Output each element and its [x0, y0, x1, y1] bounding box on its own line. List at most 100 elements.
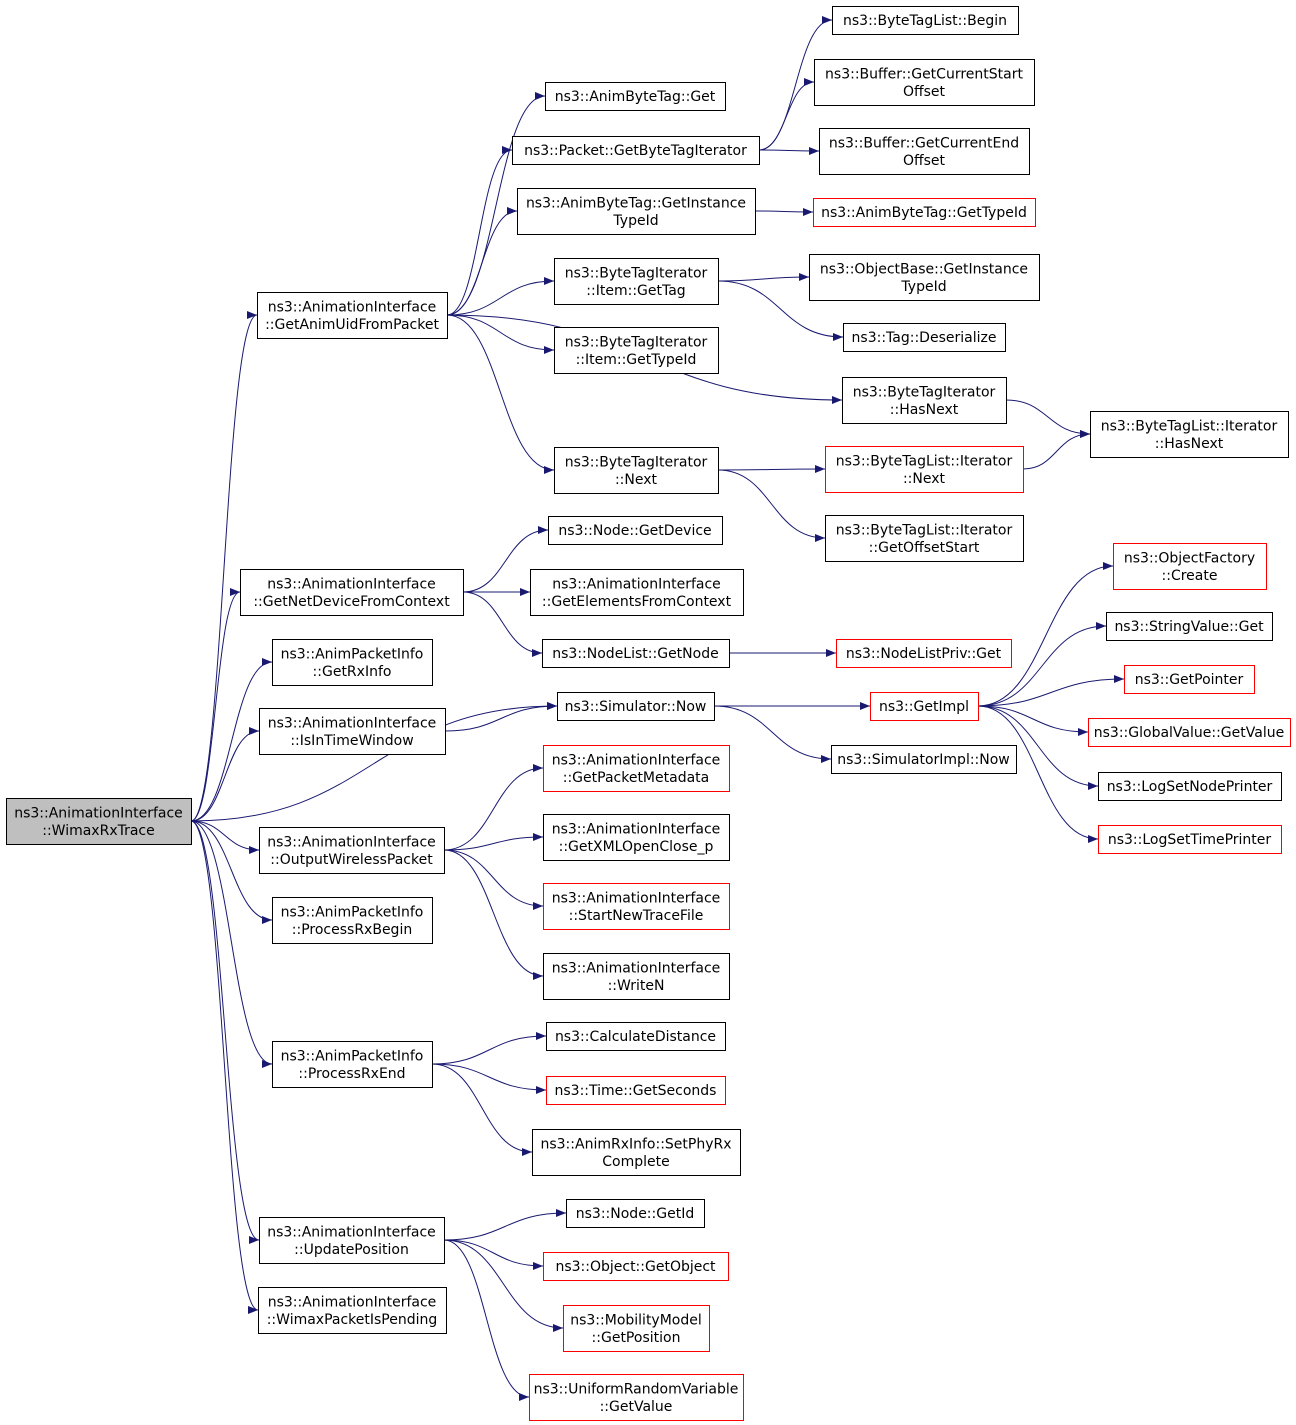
node-label: ns3::AnimationInterface: [268, 715, 437, 731]
node-wimaxPending[interactable]: ns3::AnimationInterface::WimaxPacketIsPe…: [258, 1287, 447, 1334]
node-nodeGetId[interactable]: ns3::Node::GetId: [566, 1199, 705, 1228]
node-outputWireless[interactable]: ns3::AnimationInterface::OutputWirelessP…: [259, 827, 445, 874]
node-getXmlOpen[interactable]: ns3::AnimationInterface::GetXMLOpenClose…: [543, 814, 730, 861]
node-box: [545, 82, 726, 111]
node-label: ::StartNewTraceFile: [569, 908, 704, 924]
node-label: ns3::AnimationInterface: [268, 1294, 437, 1310]
node-objFactCreate[interactable]: ns3::ObjectFactory::Create: [1113, 543, 1267, 590]
node-procRxEnd[interactable]: ns3::AnimPacketInfo::ProcessRxEnd: [272, 1041, 433, 1088]
edge-line: [977, 622, 1107, 707]
node-label: ::ProcessRxEnd: [298, 1066, 405, 1082]
node-mobGetPos[interactable]: ns3::MobilityModel::GetPosition: [563, 1305, 710, 1352]
node-nodeListPrivGet[interactable]: ns3::NodeListPriv::Get: [836, 639, 1012, 668]
node-getPointer[interactable]: ns3::GetPointer: [1124, 665, 1255, 694]
node-simImplNow[interactable]: ns3::SimulatorImpl::Now: [831, 745, 1017, 774]
edge-root-to-getNetDev: [190, 588, 241, 822]
edge-getAnimUid-to-btiGetTag: [446, 277, 555, 316]
node-box: [809, 254, 1040, 301]
edge-outputWireless-to-getXmlOpen: [443, 833, 544, 851]
node-timeGetSec[interactable]: ns3::Time::GetSeconds: [546, 1076, 726, 1105]
node-label: TypeId: [900, 279, 946, 295]
edge-btiGetTag-to-tagDeser: [717, 280, 844, 341]
node-box: [259, 708, 446, 755]
node-label: ::WriteN: [608, 978, 665, 994]
node-urvGetVal[interactable]: ns3::UniformRandomVariable::GetValue: [529, 1374, 744, 1421]
node-objGetObj[interactable]: ns3::Object::GetObject: [543, 1252, 729, 1281]
node-pktGetBTI[interactable]: ns3::Packet::GetByteTagIterator: [512, 136, 760, 165]
node-btlBegin[interactable]: ns3::ByteTagList::Begin: [832, 6, 1019, 35]
node-globValGet[interactable]: ns3::GlobalValue::GetValue: [1088, 718, 1291, 747]
node-btiHasNext[interactable]: ns3::ByteTagIterator::HasNext: [842, 377, 1007, 424]
node-animTagGetTypeId[interactable]: ns3::AnimByteTag::GetTypeId: [813, 198, 1036, 227]
edge-line: [977, 705, 1099, 790]
node-btiGetTag[interactable]: ns3::ByteTagIterator::Item::GetTag: [554, 258, 719, 305]
edge-line: [190, 820, 273, 924]
node-box: [831, 745, 1017, 774]
node-startNewTrace[interactable]: ns3::AnimationInterface::StartNewTraceFi…: [543, 883, 730, 930]
node-box: [543, 883, 730, 930]
node-nodeListGetNode[interactable]: ns3::NodeList::GetNode: [542, 639, 730, 668]
node-isInTime[interactable]: ns3::AnimationInterface::IsInTimeWindow: [259, 708, 446, 755]
node-box: [1113, 543, 1267, 590]
node-simNow[interactable]: ns3::Simulator::Now: [557, 692, 715, 721]
node-label: ns3::Node::GetDevice: [558, 523, 711, 539]
edge-getNetDev-to-nodeListGetNode: [462, 591, 543, 657]
node-label: ns3::ByteTagList::Begin: [843, 13, 1007, 29]
node-procRxBegin[interactable]: ns3::AnimPacketInfo::ProcessRxBegin: [272, 897, 433, 944]
node-logNodePrinter[interactable]: ns3::LogSetNodePrinter: [1098, 772, 1282, 801]
node-box: [543, 814, 730, 861]
edge-pktGetBTI-to-bufCurStart: [758, 78, 815, 151]
edge-line: [446, 277, 555, 316]
node-label: ns3::GetImpl: [879, 699, 969, 715]
node-getPktMeta[interactable]: ns3::AnimationInterface::GetPacketMetada…: [543, 745, 730, 792]
edge-btiGetTag-to-objBaseGetInst: [717, 273, 810, 282]
node-label: ::WimaxRxTrace: [42, 823, 155, 839]
node-label: ns3::ByteTagIterator: [565, 454, 708, 470]
edge-line: [977, 675, 1125, 707]
node-calcDist[interactable]: ns3::CalculateDistance: [546, 1022, 726, 1051]
node-btliHasNext[interactable]: ns3::ByteTagList::Iterator::HasNext: [1090, 411, 1289, 458]
edge-getImpl-to-globValGet: [977, 705, 1089, 736]
node-label: ::Create: [1162, 568, 1218, 584]
node-getNetDev[interactable]: ns3::AnimationInterface::GetNetDeviceFro…: [240, 569, 464, 616]
node-getElemCtx[interactable]: ns3::AnimationInterface::GetElementsFrom…: [530, 569, 744, 616]
node-strValGet[interactable]: ns3::StringValue::Get: [1106, 612, 1273, 641]
node-box: [257, 292, 448, 339]
node-getAnimUid[interactable]: ns3::AnimationInterface::GetAnimUidFromP…: [257, 292, 448, 339]
edge-root-to-outputWireless: [190, 820, 260, 854]
node-label: ns3::Tag::Deserialize: [852, 330, 997, 346]
node-getRxInfo[interactable]: ns3::AnimPacketInfo::GetRxInfo: [272, 639, 433, 686]
node-label: ns3::ByteTagList::Iterator: [1101, 418, 1278, 434]
node-label: ::ProcessRxBegin: [292, 922, 412, 938]
edge-line: [443, 833, 544, 851]
node-btliNext[interactable]: ns3::ByteTagList::Iterator::Next: [825, 446, 1024, 493]
node-label: ns3::CalculateDistance: [555, 1029, 716, 1045]
node-tagDeser[interactable]: ns3::Tag::Deserialize: [843, 323, 1006, 352]
node-animTagGet[interactable]: ns3::AnimByteTag::Get: [545, 82, 726, 111]
node-getImpl[interactable]: ns3::GetImpl: [870, 692, 979, 721]
node-btliOffStart[interactable]: ns3::ByteTagList::Iterator::GetOffsetSta…: [825, 515, 1024, 562]
node-logTimePrinter[interactable]: ns3::LogSetTimePrinter: [1098, 825, 1282, 854]
node-btiNext[interactable]: ns3::ByteTagIterator::Next: [554, 447, 719, 494]
node-updatePos[interactable]: ns3::AnimationInterface::UpdatePosition: [259, 1217, 445, 1264]
edge-getNetDev-to-nodeGetDevice: [462, 526, 549, 593]
node-box: [563, 1305, 710, 1352]
node-box: [825, 515, 1024, 562]
node-btiGetTypeId[interactable]: ns3::ByteTagIterator::Item::GetTypeId: [554, 327, 719, 374]
node-nodeGetDevice[interactable]: ns3::Node::GetDevice: [548, 516, 723, 545]
edge-root-to-updatePos: [190, 820, 260, 1244]
edge-line: [754, 207, 814, 216]
edge-line: [977, 705, 1099, 843]
node-box: [529, 1374, 744, 1421]
edge-line: [443, 849, 544, 910]
node-root[interactable]: ns3::AnimationInterface::WimaxRxTrace: [6, 798, 192, 845]
edge-line: [446, 314, 555, 474]
node-box: [259, 1217, 445, 1264]
node-writeN[interactable]: ns3::AnimationInterface::WriteN: [543, 953, 730, 1000]
